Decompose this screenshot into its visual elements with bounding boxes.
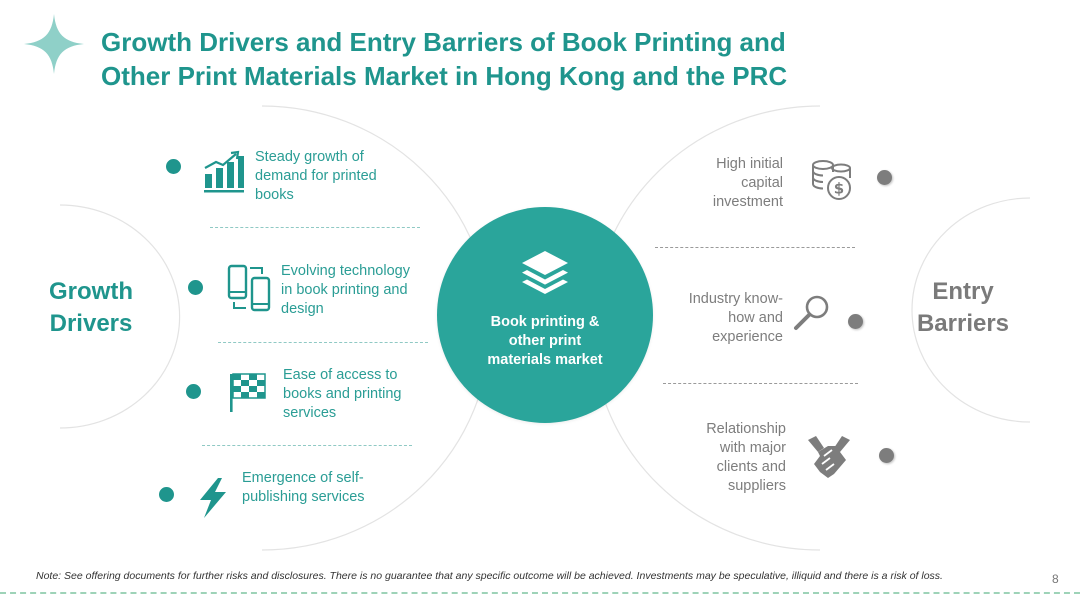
- barrier-item-3-text: Relationship with major clients and supp…: [636, 420, 786, 496]
- text-line: books and printing: [283, 386, 402, 402]
- growth-label-line-2: Drivers: [49, 310, 133, 337]
- text-line: High initial: [716, 156, 783, 172]
- growth-drivers-label: Growth Drivers: [26, 276, 156, 340]
- growth-item-4-text: Emergence of self- publishing services: [242, 469, 412, 507]
- growth-item-3-dot: [186, 384, 201, 399]
- growth-label-line-1: Growth: [49, 278, 133, 305]
- growth-item-1-text: Steady growth of demand for printed book…: [255, 148, 425, 205]
- layers-icon: [522, 251, 568, 294]
- smartphones-sync-icon: [227, 264, 271, 312]
- divider: [202, 445, 412, 446]
- text-line: Evolving technology: [281, 263, 410, 279]
- barrier-item-2-dot: [848, 314, 863, 329]
- growth-item-1-dot: [166, 159, 181, 174]
- growth-item-2-dot: [188, 280, 203, 295]
- barrier-item-1-dot: [877, 170, 892, 185]
- text-line: Emergence of self-: [242, 470, 364, 486]
- title-line-1: Growth Drivers and Entry Barriers of Boo…: [101, 27, 786, 57]
- page-number: 8: [1052, 572, 1059, 586]
- text-line: Ease of access to: [283, 367, 398, 383]
- svg-text:$: $: [834, 180, 844, 198]
- divider: [663, 383, 858, 384]
- text-line: capital: [741, 175, 783, 191]
- text-line: experience: [712, 329, 783, 345]
- center-label: Book printing & other print materials ma…: [470, 313, 620, 370]
- entry-barriers-label: Entry Barriers: [898, 276, 1028, 340]
- text-line: in book printing and: [281, 282, 408, 298]
- growth-item-4-dot: [159, 487, 174, 502]
- text-line: Steady growth of: [255, 149, 364, 165]
- divider: [218, 342, 428, 343]
- text-line: demand for printed: [255, 168, 377, 184]
- text-line: clients and: [716, 459, 786, 475]
- text-line: books: [255, 187, 294, 203]
- footer-divider: [0, 592, 1080, 594]
- text-line: how and: [728, 310, 783, 326]
- lightning-bolt-icon: [200, 478, 226, 518]
- bar-chart-growth-icon: [204, 150, 244, 193]
- text-line: with major: [719, 440, 786, 456]
- center-line-1: Book printing &: [490, 314, 600, 330]
- growth-item-2-text: Evolving technology in book printing and…: [281, 262, 451, 319]
- divider: [655, 247, 855, 248]
- text-line: investment: [712, 194, 783, 210]
- entry-label-line-2: Barriers: [916, 310, 1010, 337]
- center-line-3: materials market: [487, 352, 603, 368]
- text-line: Industry know-: [688, 291, 783, 307]
- sparkle-icon: [24, 14, 84, 74]
- center-market-circle: Book printing & other print materials ma…: [437, 207, 653, 423]
- page-title: Growth Drivers and Entry Barriers of Boo…: [101, 25, 1001, 93]
- barrier-item-3-dot: [879, 448, 894, 463]
- text-line: design: [281, 301, 324, 317]
- barrier-item-1-text: High initial capital investment: [633, 155, 783, 212]
- text-line: publishing services: [242, 489, 365, 505]
- growth-item-3-text: Ease of access to books and printing ser…: [283, 366, 453, 423]
- grid-flag-icon: [230, 373, 266, 412]
- title-line-2: Other Print Materials Market in Hong Kon…: [101, 61, 788, 91]
- text-line: services: [283, 405, 337, 421]
- coins-dollar-icon: $: [812, 160, 851, 200]
- divider: [210, 227, 420, 228]
- text-line: Relationship: [706, 421, 786, 437]
- barrier-item-2-text: Industry know- how and experience: [633, 290, 783, 347]
- disclaimer-note: Note: See offering documents for further…: [36, 570, 943, 582]
- text-line: suppliers: [727, 478, 786, 494]
- magnifier-icon: [794, 295, 829, 330]
- handshake-icon: [808, 436, 850, 478]
- entry-label-line-1: Entry: [932, 278, 994, 305]
- center-line-2: other print: [508, 333, 582, 349]
